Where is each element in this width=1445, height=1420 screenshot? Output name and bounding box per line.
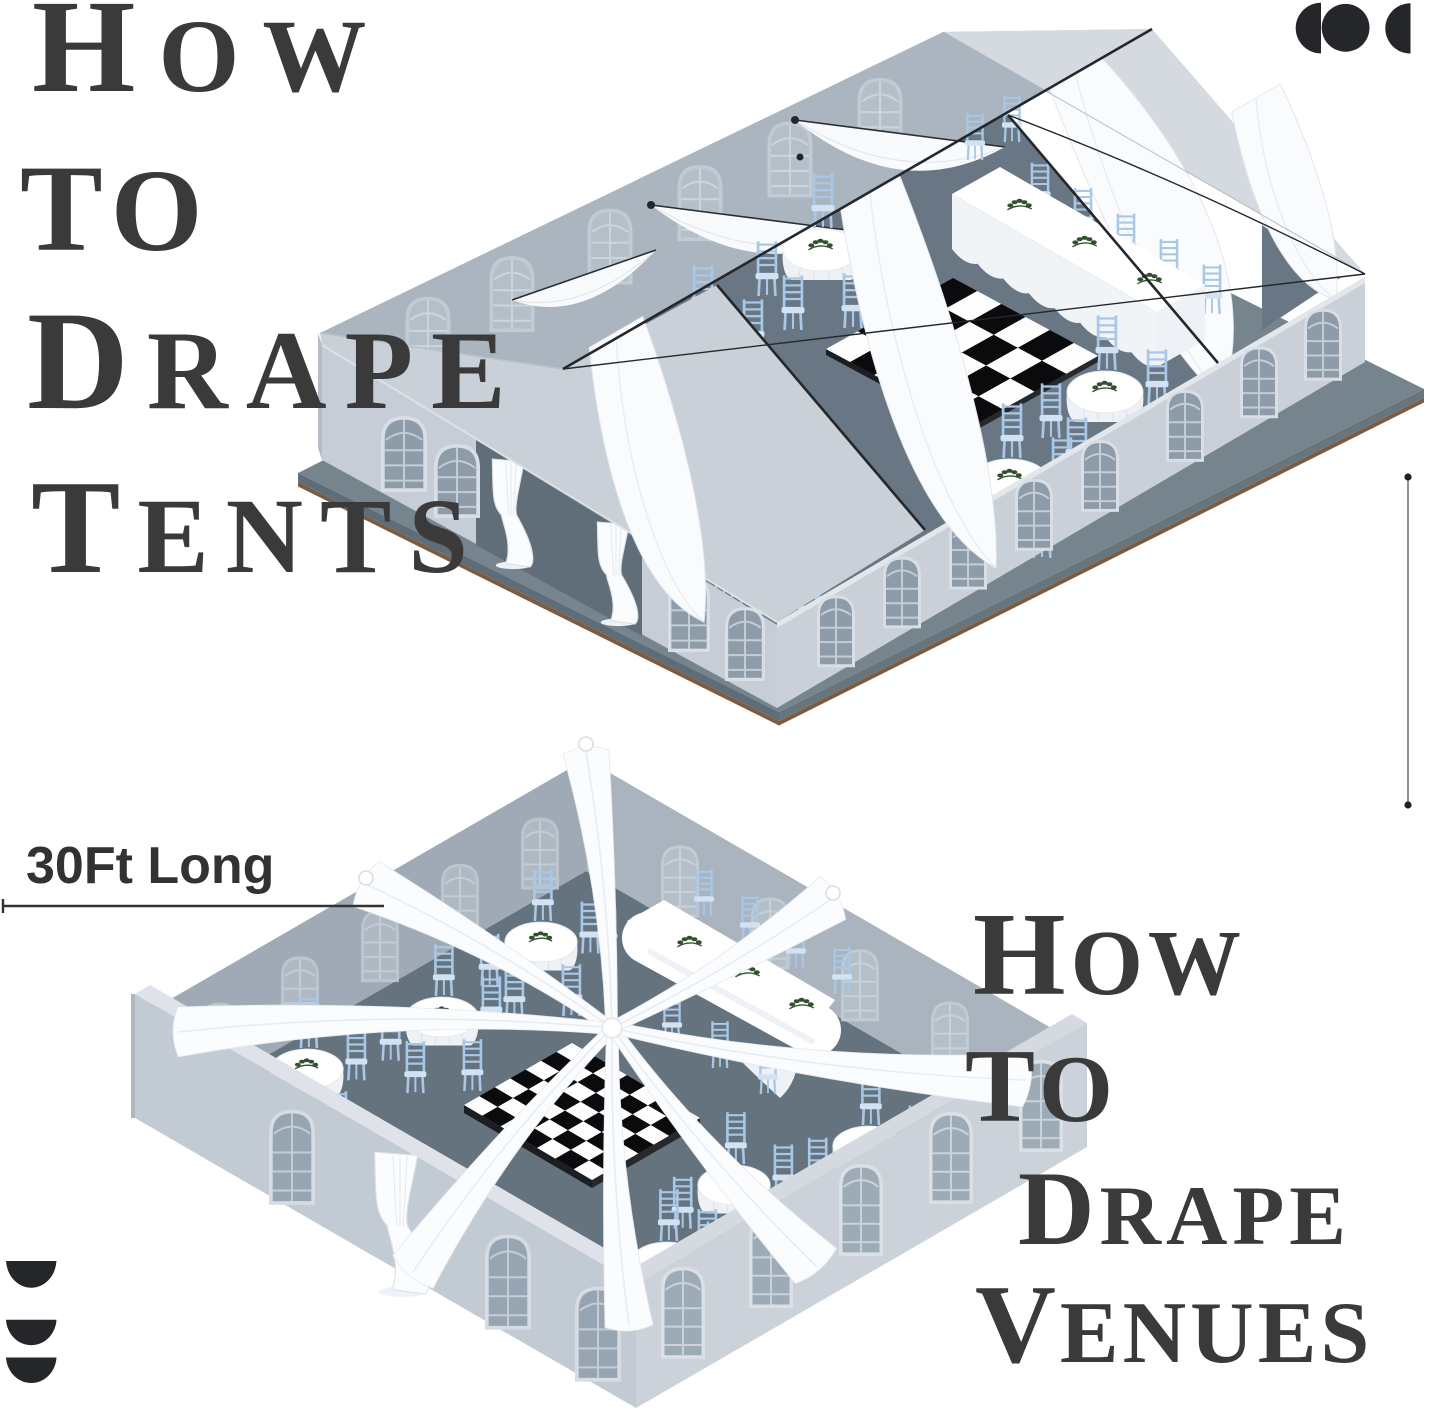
svg-text:TO: TO: [965, 1027, 1117, 1144]
svg-text:HOW: HOW: [32, 0, 389, 120]
svg-text:30Ft Long: 30Ft Long: [26, 837, 274, 895]
svg-text:TO: TO: [20, 140, 211, 277]
